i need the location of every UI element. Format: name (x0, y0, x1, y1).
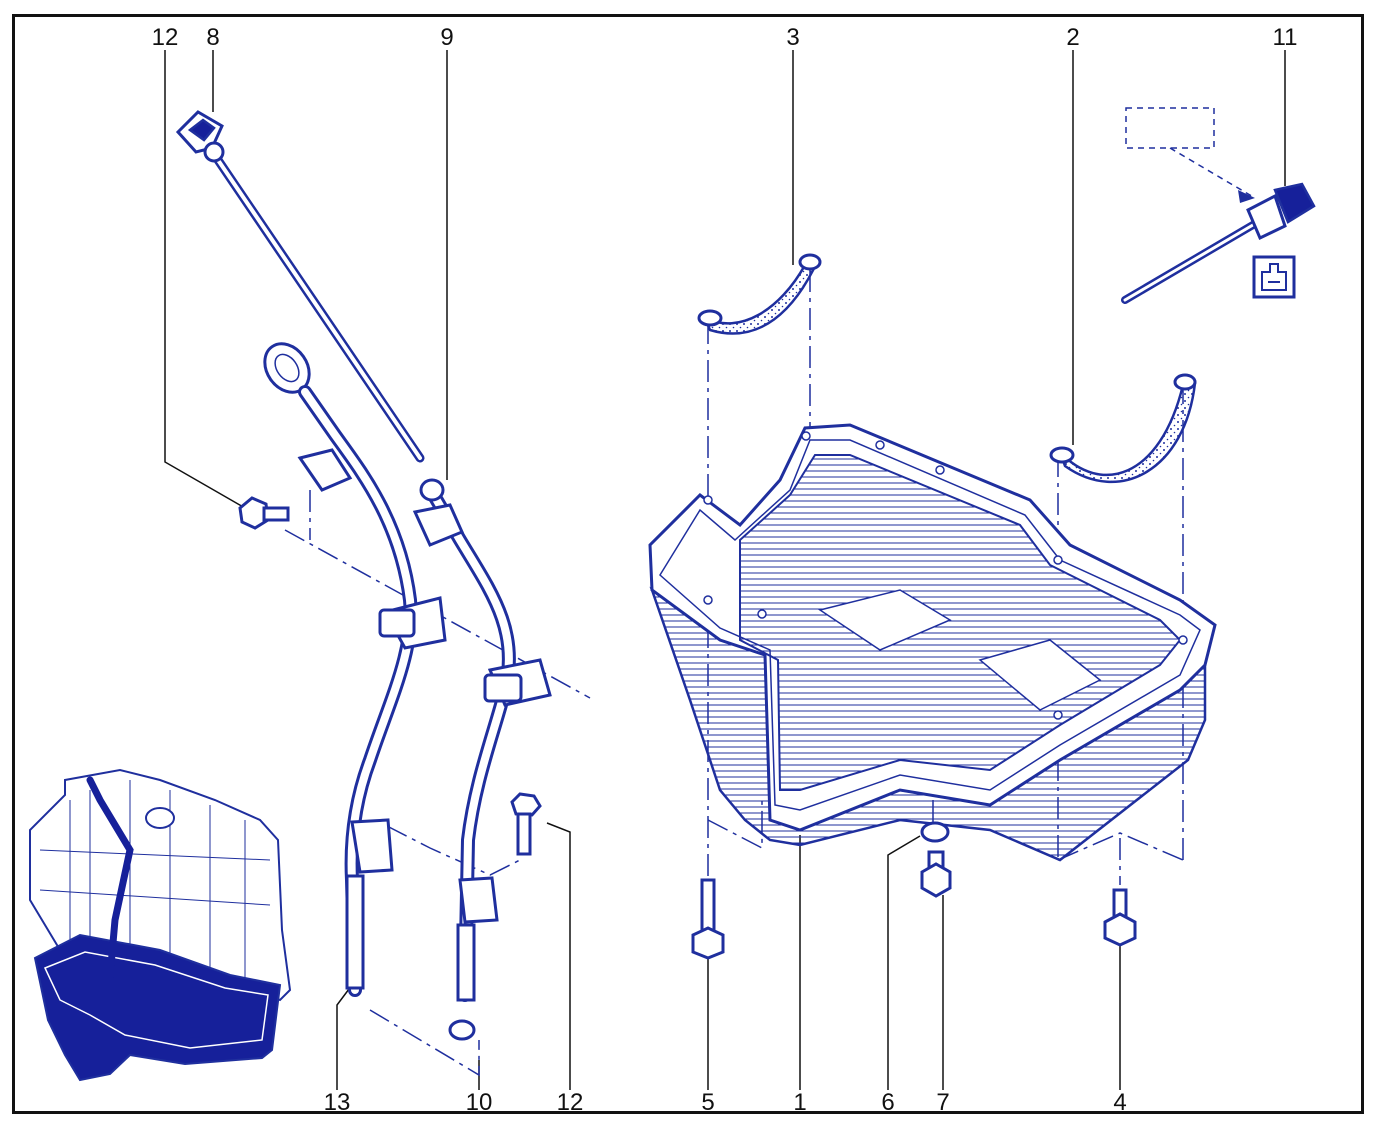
callout-8: 8 (206, 24, 219, 51)
bolt-12-lower (510, 792, 542, 856)
sensor-connector (1273, 182, 1316, 224)
callout-12-bottom: 12 (557, 1089, 584, 1116)
oil-pan-bolt-holes (703, 431, 1188, 720)
leader-13 (336, 984, 353, 1090)
callout-2: 2 (1066, 24, 1079, 51)
inset-dipstick-tube (86, 776, 134, 1004)
oil-pan-baffle (818, 589, 952, 651)
tube-9-bracket-bottom (458, 876, 499, 924)
callout-4: 4 (1113, 1089, 1126, 1116)
dipstick (175, 110, 425, 463)
tube-9-bracket-top (412, 503, 464, 547)
drain-plug-7 (920, 850, 952, 898)
engine-location-inset (29, 768, 292, 1082)
callout-11: 11 (1273, 24, 1298, 51)
leader-lines (164, 50, 1286, 1090)
washer-6 (920, 821, 950, 843)
dipstick-handle-grip (187, 118, 216, 142)
bolt-5 (691, 878, 725, 960)
oil-pan-flange-inner (659, 439, 1201, 811)
dipstick-guide-tube-9 (412, 478, 552, 1002)
oil-pan-interior (739, 454, 1182, 791)
callout-labels: 12 8 9 3 2 11 13 10 12 5 1 6 7 4 (152, 24, 1298, 1116)
tube-13-bracket-top (297, 448, 353, 492)
bearing-strap-3 (697, 253, 822, 335)
bolt-4 (1103, 888, 1137, 947)
tube-13-lower-pipe (345, 874, 365, 990)
callout-3: 3 (786, 24, 799, 51)
diagram-frame (12, 14, 1364, 1114)
callout-6: 6 (881, 1089, 894, 1116)
inset-oil-pan-highlight (33, 933, 282, 1082)
callout-7: 7 (936, 1089, 949, 1116)
bolt-12-upper (238, 496, 290, 530)
leader-12-bottom (546, 822, 571, 1090)
callout-10: 10 (466, 1089, 493, 1116)
tube-13-bracket-bottom (350, 818, 394, 874)
bearing-strap-2 (1049, 373, 1197, 483)
sensor-reference-box (1125, 107, 1215, 149)
callout-5: 5 (701, 1089, 714, 1116)
oil-level-sensor-11 (1121, 107, 1316, 304)
tube-9-lower-pipe (456, 923, 476, 1002)
dipstick-seal (203, 141, 225, 163)
callout-9: 9 (440, 24, 453, 51)
callout-12-top: 12 (152, 24, 179, 51)
callout-1: 1 (793, 1089, 806, 1116)
callout-13: 13 (324, 1089, 351, 1116)
oil-level-sensor-symbol-icon (1252, 255, 1296, 299)
dipstick-guide-tube-13 (263, 342, 447, 997)
o-ring-10 (448, 1019, 476, 1041)
oil-pan (648, 423, 1217, 862)
leader-6 (887, 835, 921, 1090)
leader-12-top (164, 50, 246, 509)
tube-9-top-cap (419, 478, 445, 502)
